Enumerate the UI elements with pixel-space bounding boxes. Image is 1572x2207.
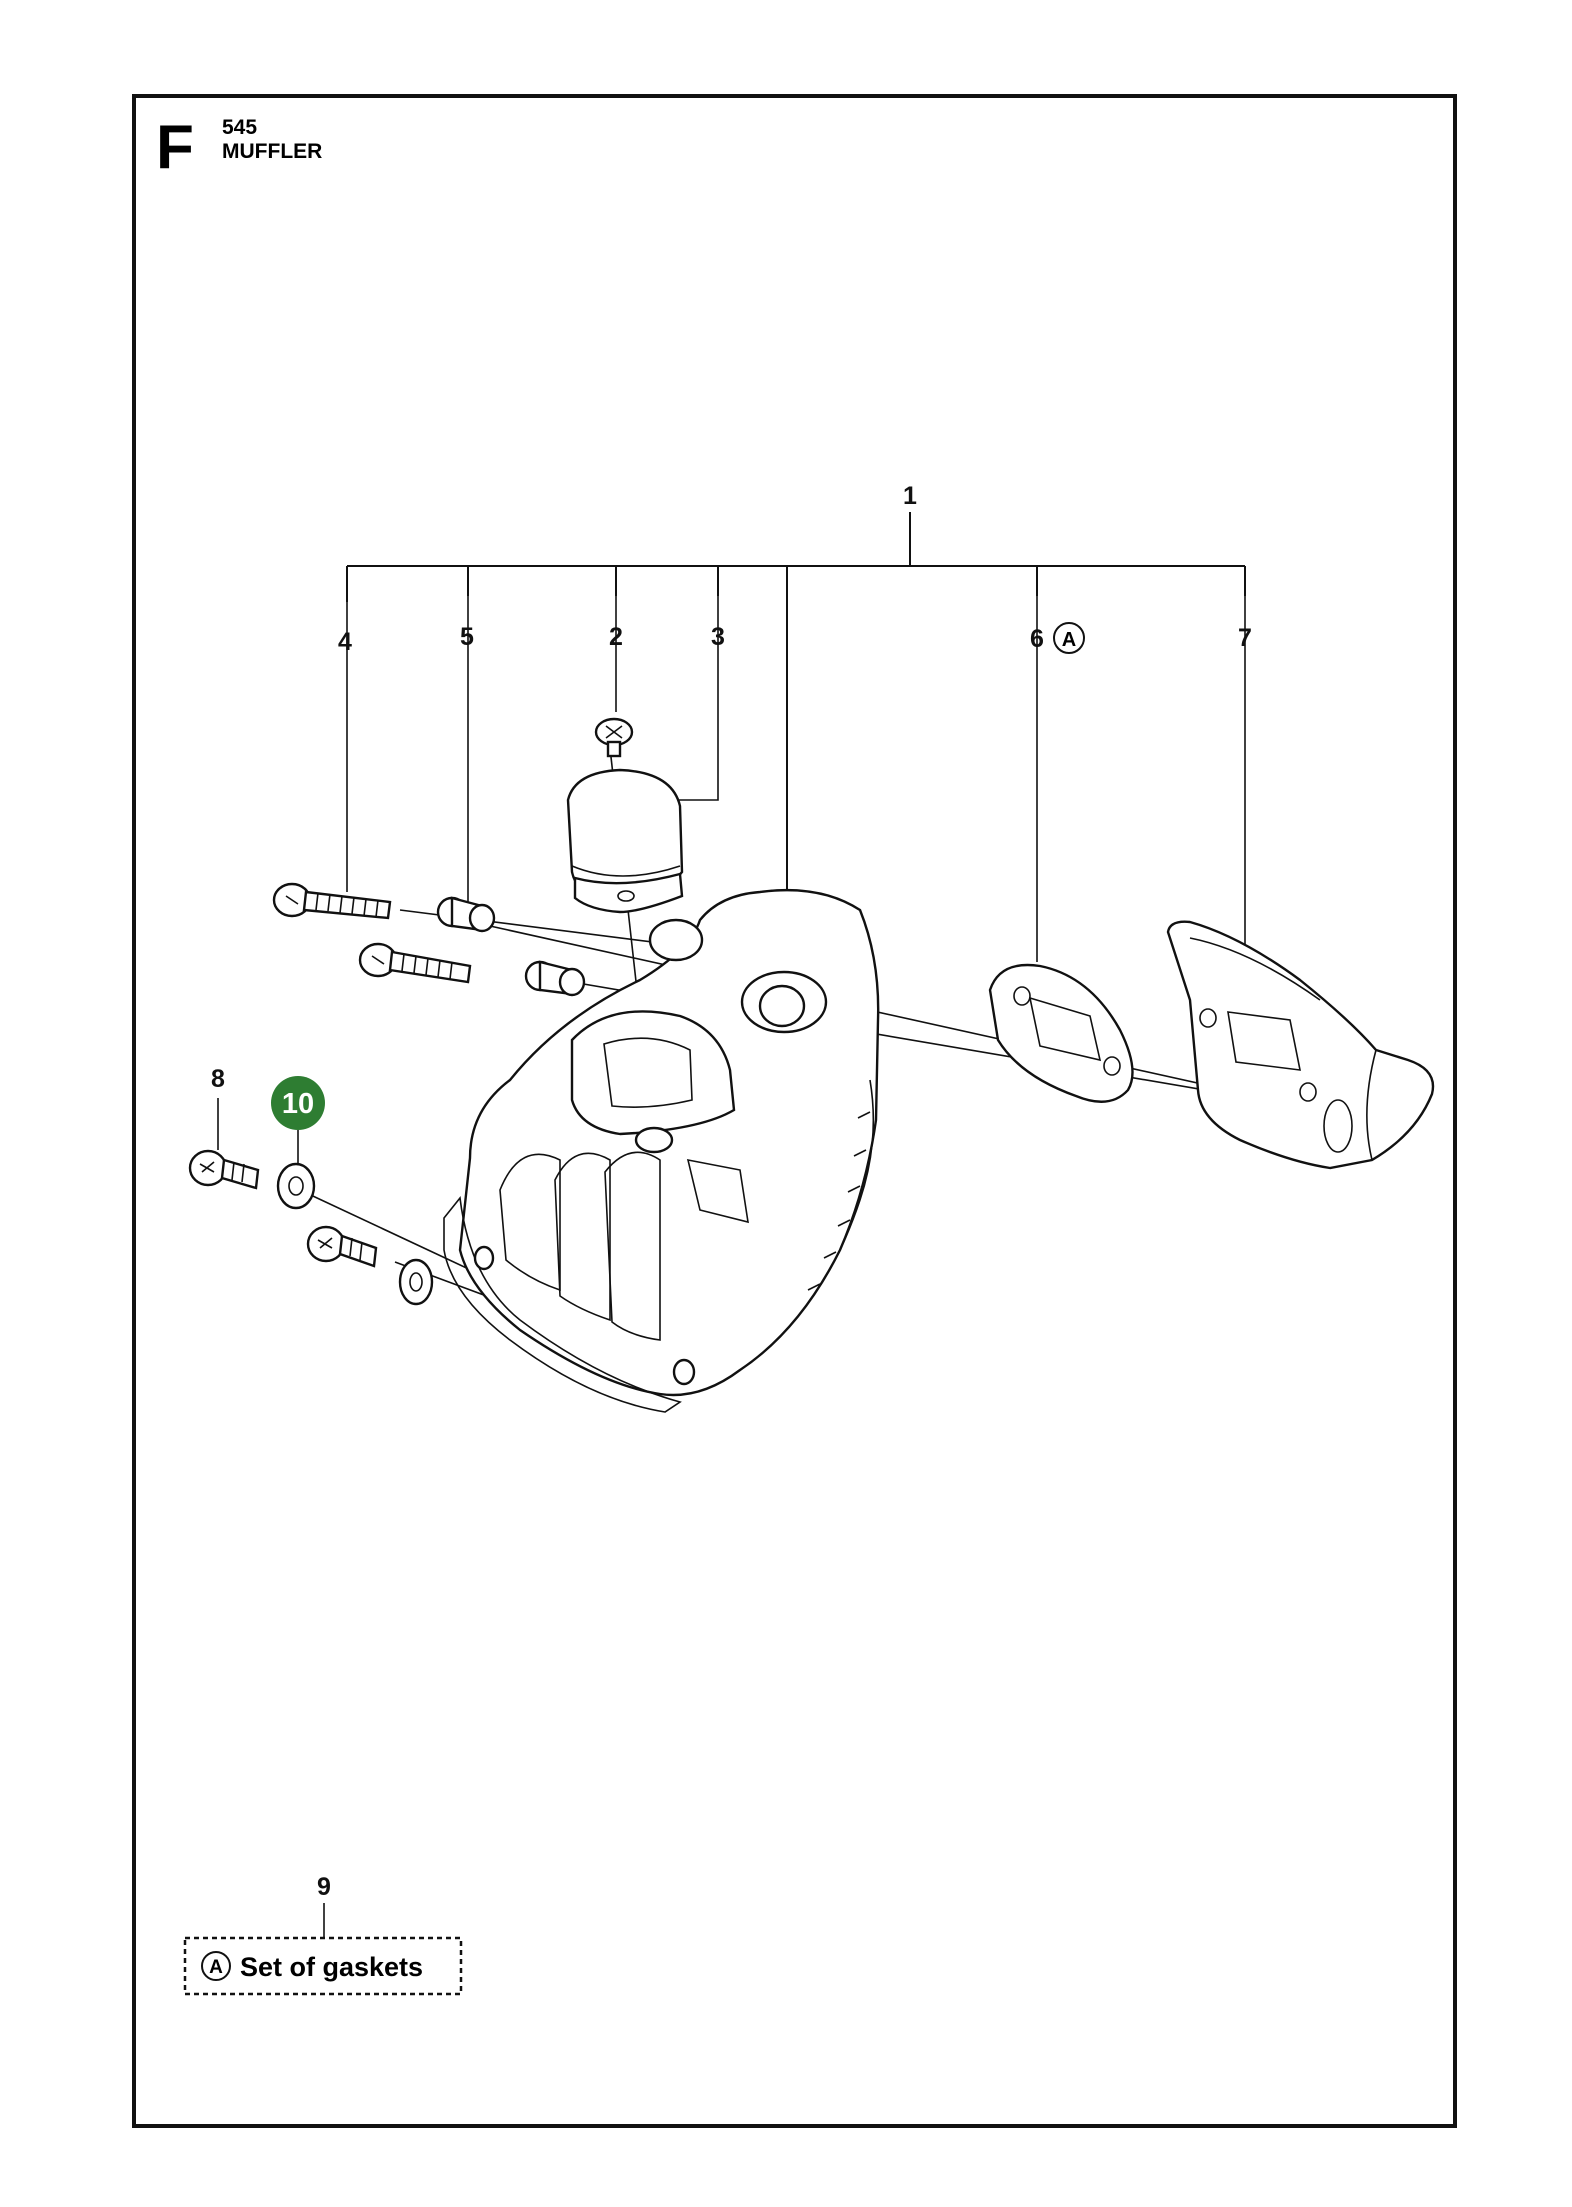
page-frame: [132, 94, 1457, 2128]
part-8-screw-upper: [188, 1149, 260, 1190]
part-10-washer-lower: [398, 1258, 434, 1306]
gasket-set-marker-circle: [1053, 622, 1085, 654]
legend-text: Set of gaskets: [240, 1952, 423, 1982]
model-number: 545: [222, 116, 257, 139]
callout-10-badge[interactable]: [271, 1076, 325, 1130]
gasket-set-legend-box: [183, 1936, 463, 1996]
callout-10: 10: [282, 1088, 314, 1120]
part-7-heat-shield: [1166, 920, 1435, 1170]
part-4-bolt-upper: [272, 882, 392, 920]
part-5-sleeve-lower: [524, 960, 586, 997]
gasket-set-marker: A: [1062, 629, 1076, 651]
part-10-washer-upper[interactable]: [276, 1162, 316, 1210]
part-2-screw: [594, 717, 634, 758]
section-letter: F: [156, 113, 194, 182]
part-3-cap: [566, 768, 684, 914]
callout-5: 5: [460, 623, 474, 651]
callout-tree-part-1: [346, 512, 1246, 898]
legend-marker: A: [209, 1957, 223, 1978]
part-6-gasket: [988, 963, 1134, 1103]
part-1-muffler-body: [443, 888, 880, 1413]
page-title: MUFFLER: [222, 140, 322, 163]
part-8-screw-lower: [306, 1225, 378, 1268]
callout-4: 4: [338, 628, 352, 656]
legend-marker-circle: [201, 1951, 231, 1981]
callout-9: 9: [317, 1873, 331, 1901]
callout-8: 8: [211, 1065, 225, 1093]
callout-1: 1: [903, 482, 917, 510]
part-5-sleeve-upper: [436, 896, 496, 933]
leader-part-3: [678, 596, 719, 801]
part-4-bolt-lower: [358, 942, 472, 984]
